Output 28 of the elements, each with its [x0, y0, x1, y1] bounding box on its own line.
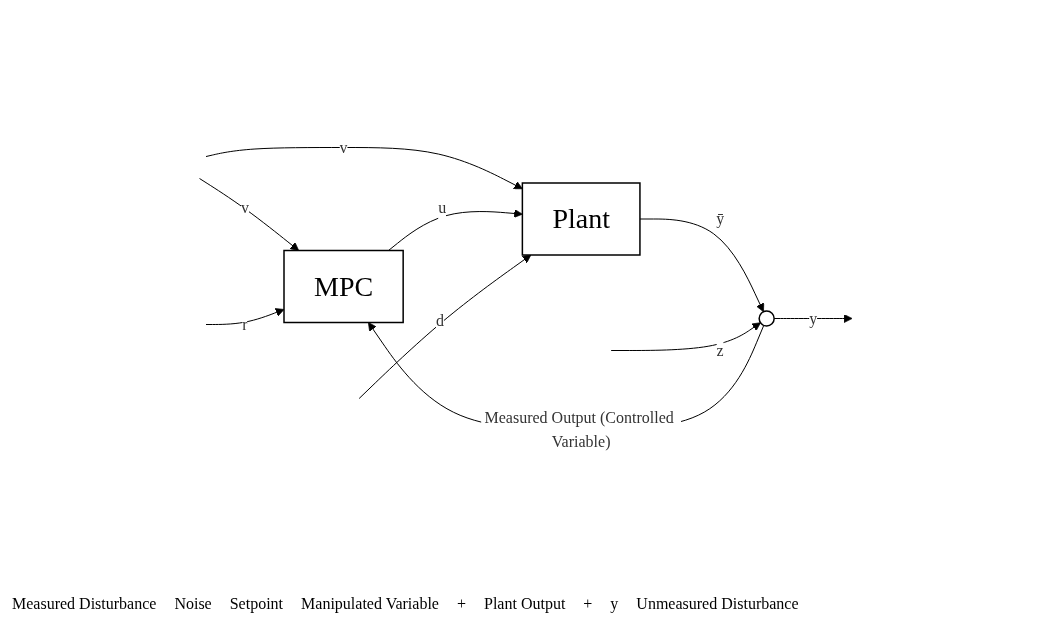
arrow: [358, 254, 532, 399]
arrow: [610, 322, 761, 351]
arrow: [773, 314, 853, 323]
arrow: [205, 147, 523, 190]
note-text: Setpoint: [229, 595, 284, 613]
note-text: +: [583, 595, 593, 613]
edge-label: Measured Output (Controlled Variable): [484, 408, 674, 450]
note-text: +: [456, 595, 466, 613]
arrow: [639, 218, 765, 313]
edge-label: r: [242, 315, 248, 333]
note-text: Measured Disturbance: [12, 595, 157, 613]
note-text: Manipulated Variable: [301, 595, 439, 613]
edge-label: d: [435, 311, 444, 329]
edge-label: v: [339, 138, 348, 156]
note-text: Noise: [174, 595, 212, 613]
note-text: Plant Output: [484, 595, 566, 613]
node-box: Plant: [521, 182, 641, 256]
edge-label: y: [809, 309, 818, 327]
edge-label: z: [716, 341, 724, 359]
edge-label: ȳ: [716, 210, 725, 227]
note-text: Unmeasured Disturbance: [636, 595, 799, 613]
node-circle: [758, 310, 775, 327]
arrow: [198, 178, 299, 251]
node-box: MPC: [283, 249, 404, 324]
edge-label: u: [438, 198, 447, 216]
note-text: y: [610, 595, 619, 613]
edge-label: v: [240, 198, 249, 216]
arrow: [387, 209, 523, 251]
